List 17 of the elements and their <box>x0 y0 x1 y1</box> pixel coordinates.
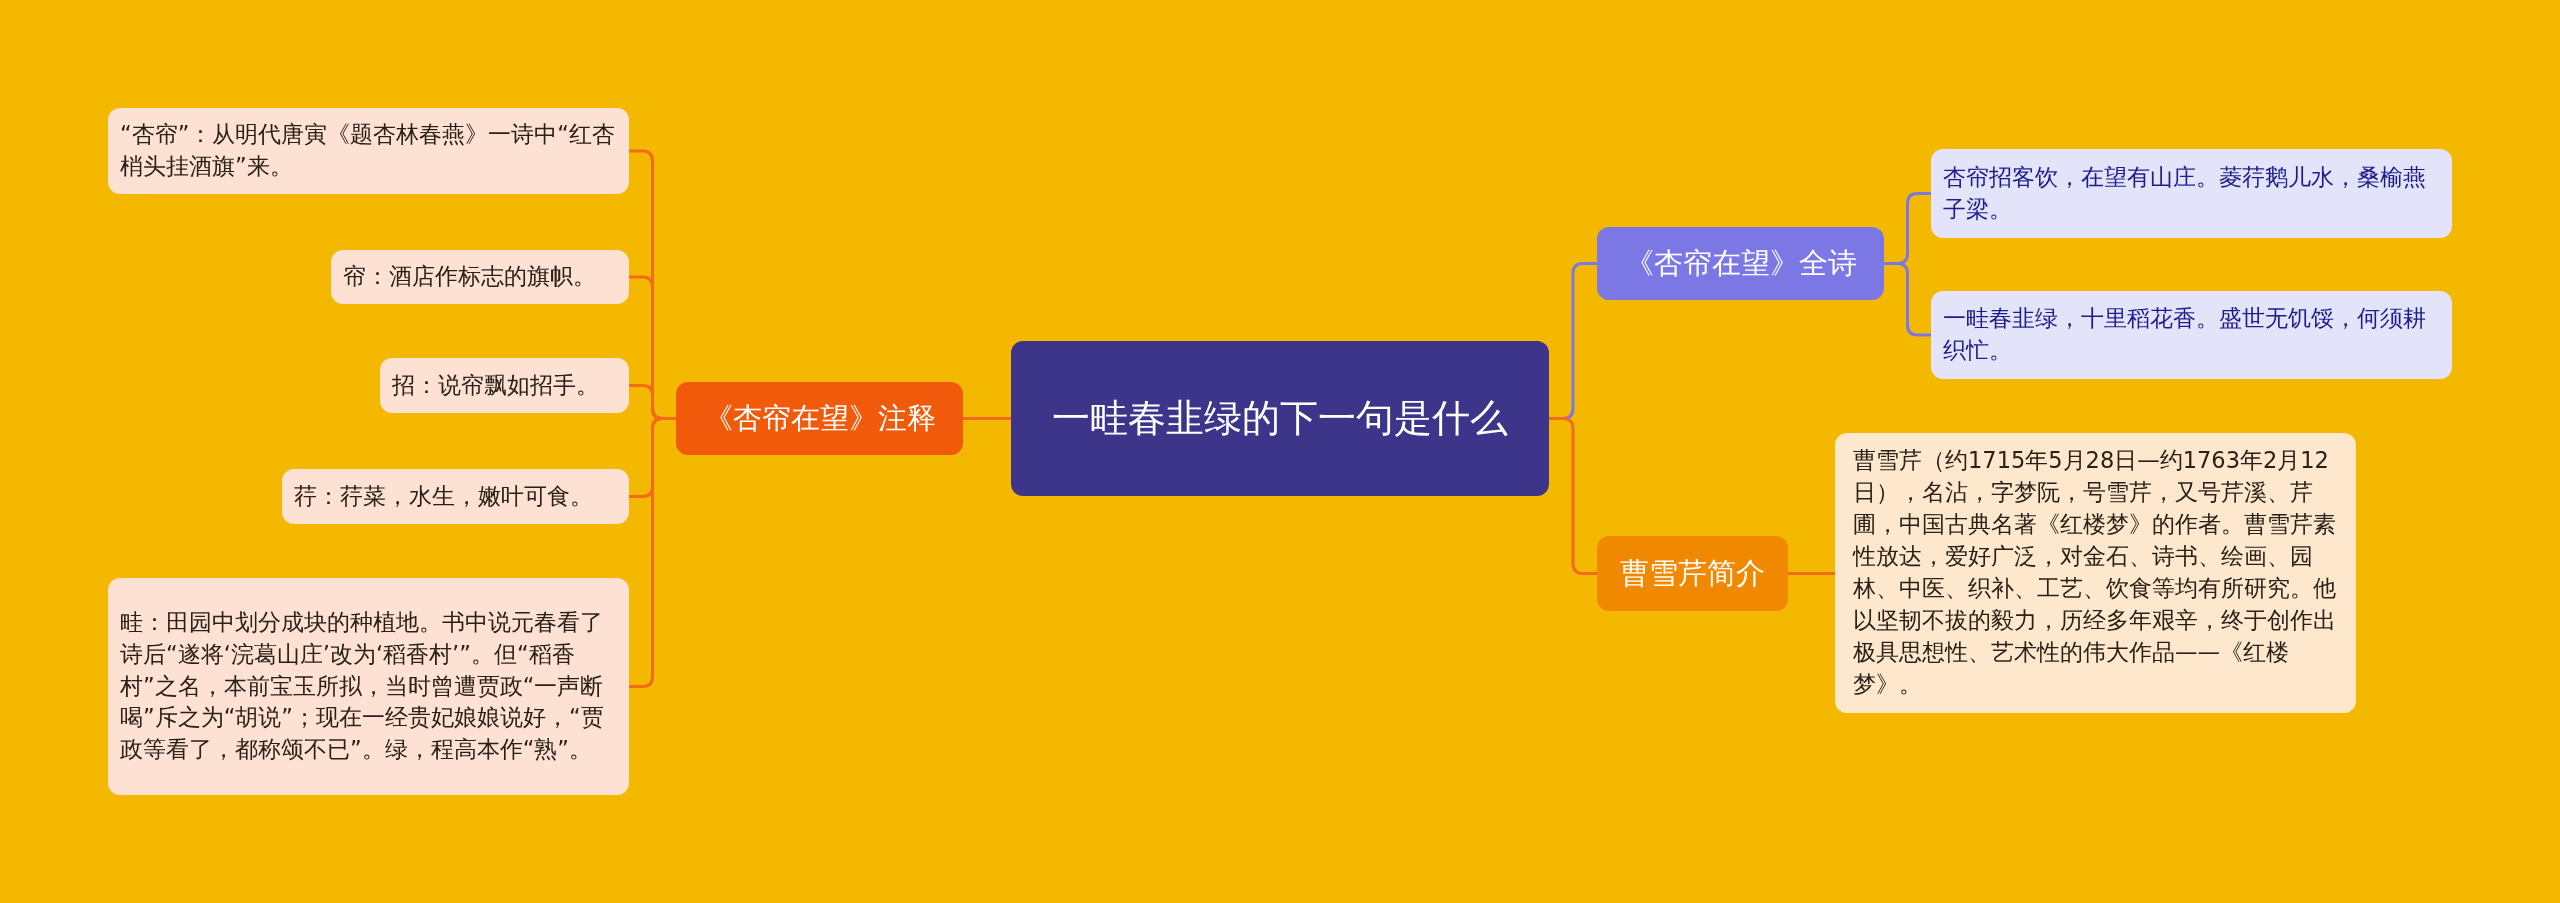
branch-box: 曹雪芹简介 <box>1597 536 1788 611</box>
note-box: 招：说帘飘如招手。 <box>380 358 629 413</box>
note-box: 杏帘招客饮，在望有山庄。菱荇鹅儿水，桑榆燕子梁。 <box>1931 149 2452 238</box>
note-box: 曹雪芹（约1715年5月28日—约1763年2月12日），名沾，字梦阮，号雪芹，又号芹溪、芹圃，中国古典名著《红楼梦》的作者。曹雪芹素性放达，爱好广泛，对金石、诗书、绘画、园林、中医、织补、工艺、饮食等均有所研究。他以坚韧不拔的毅力，历经多年艰辛，终于创作出极具思想性、艺术性的伟大作品——《红楼梦》。 <box>1835 433 2356 713</box>
note-box: “杏帘”：从明代唐寅《题杏林春燕》一诗中“红杏梢头挂酒旗”来。 <box>108 108 629 194</box>
note-box: 帘：酒店作标志的旗帜。 <box>331 250 629 304</box>
connector-line <box>963 417 1011 420</box>
connector-line <box>1549 417 1597 575</box>
branch-box: 《杏帘在望》全诗 <box>1597 227 1884 300</box>
connector-line <box>1788 572 1835 575</box>
connector-line <box>1884 262 1931 337</box>
branch-box: 《杏帘在望》注释 <box>676 382 963 455</box>
note-box: 畦：田园中划分成块的种植地。书中说元春看了诗后“遂将‘浣葛山庄’改为‘稻香村’”。但“稻香村”之名，本前宝玉所拟，当时曾遭贾政“一声断喝”斥之为“胡说”；现在一经贵妃娘娘说好，“贾政等看了，都称颂不已”。绿，程高本作“熟”。 <box>108 578 629 795</box>
note-box: 荇：荇菜，水生，嫩叶可食。 <box>282 469 629 524</box>
note-box: 一畦春韭绿，十里稻花香。盛世无饥馁，何须耕织忙。 <box>1931 291 2452 379</box>
connector-line <box>629 417 676 688</box>
topic-box: 一畦春韭绿的下一句是什么 <box>1011 341 1549 496</box>
